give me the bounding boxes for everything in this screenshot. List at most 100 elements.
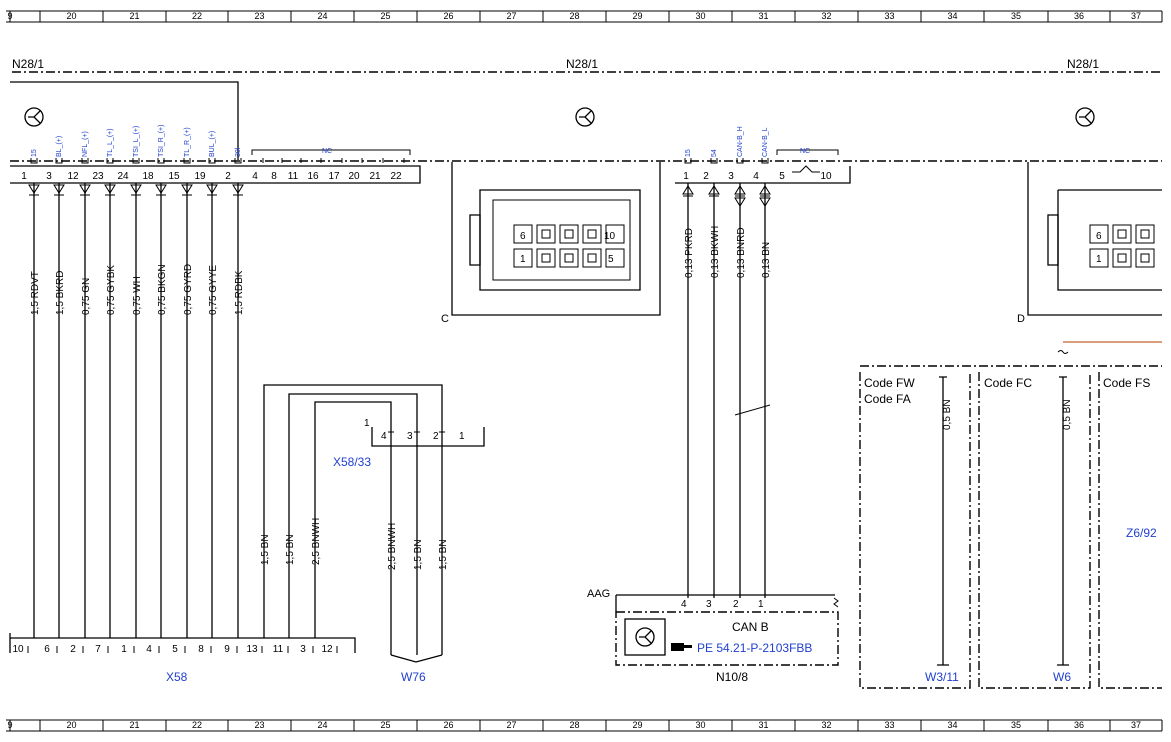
module-label-n28-mid: N28/1 xyxy=(566,57,598,71)
signal-label: TL_R_(+) xyxy=(184,127,191,157)
signal-label: NFL_(+) xyxy=(82,131,89,157)
svg-text:N10/8: N10/8 xyxy=(716,670,748,684)
wire-label: 1,5 BN xyxy=(260,534,271,565)
grid-label: 9 xyxy=(7,720,12,730)
svg-text:C: C xyxy=(441,313,449,325)
nc-bracket-left xyxy=(251,149,411,155)
svg-text:Code FC: Code FC xyxy=(984,376,1032,390)
wire-label: 0,13 BKWH xyxy=(710,226,721,278)
control-unit-icon xyxy=(24,107,44,127)
grid-label: 9 xyxy=(7,11,12,21)
wire-arrow xyxy=(232,184,244,196)
wire-cross xyxy=(734,404,771,416)
pin-number: 5 xyxy=(779,171,785,182)
grid-label: 35 xyxy=(1011,11,1021,21)
nc-bracket-can xyxy=(776,149,839,155)
signal-label: BUL_(+) xyxy=(209,131,216,157)
bridge-symbol xyxy=(792,165,820,173)
svg-text:Code FA: Code FA xyxy=(864,392,911,406)
svg-text:W3/11: W3/11 xyxy=(925,670,959,684)
pin-number: 4 xyxy=(681,599,687,610)
left-module-frame xyxy=(10,81,239,160)
wire-arrow xyxy=(734,185,746,197)
signal-label: 15 xyxy=(31,149,38,157)
wire-arrow xyxy=(130,184,142,196)
pin-number: 16 xyxy=(307,171,319,182)
grid-label: 27 xyxy=(506,11,516,21)
pin-number: 11 xyxy=(273,644,284,655)
svg-text:D: D xyxy=(1017,313,1025,325)
grid-label: 35 xyxy=(1011,720,1021,730)
pin-number: 1 xyxy=(459,431,465,442)
module-label-n28-left: N28/1 xyxy=(12,57,44,71)
grid-label: 31 xyxy=(758,720,768,730)
nc-label-can: NC xyxy=(800,148,810,155)
grid-label: 36 xyxy=(1074,11,1084,21)
control-unit-icon xyxy=(1075,107,1095,127)
pin-number: 8 xyxy=(271,171,277,182)
grid-label: 27 xyxy=(506,720,516,730)
wire-arrow xyxy=(79,184,91,196)
pin-number: 24 xyxy=(117,171,129,182)
pin-number: 11 xyxy=(288,171,299,182)
pin-number: 12 xyxy=(67,171,79,182)
pin-number: 20 xyxy=(348,171,360,182)
pin-number: 7 xyxy=(95,644,101,655)
pin-number: 3 xyxy=(300,644,306,655)
reference-link[interactable]: PE 54.21-P-2103FBB xyxy=(697,641,812,655)
code-box-fc: Code FC 0,5 BN W6 xyxy=(978,372,1091,689)
wire-arrow xyxy=(708,185,720,197)
grid-label: 25 xyxy=(380,720,390,730)
wire-label: 2,5 BNWH xyxy=(387,523,398,570)
ground-w76-label: W76 xyxy=(401,670,426,684)
wire-label: 0,75 WH xyxy=(132,276,143,315)
wire-label: 0,13 BN xyxy=(761,242,772,278)
wire-label: 0,75 GN xyxy=(81,278,92,315)
pin-number: 4 xyxy=(753,171,759,182)
svg-text:Code FS: Code FS xyxy=(1103,376,1150,390)
grid-label: 23 xyxy=(254,11,264,21)
pin-number: 2 xyxy=(703,171,709,182)
ground-w76-junction xyxy=(390,654,443,663)
grid-label: 22 xyxy=(192,11,202,21)
cell-label: 6 xyxy=(520,231,526,242)
nc-label-left: NC xyxy=(322,148,332,155)
grid-label: 20 xyxy=(66,11,76,21)
grid-label: 30 xyxy=(695,720,705,730)
pin-number: 2 xyxy=(70,644,76,655)
pin-number: 12 xyxy=(321,644,333,655)
grid-label: 28 xyxy=(569,11,579,21)
pin-number: 19 xyxy=(194,171,206,182)
pin-number: 2 xyxy=(733,599,739,610)
cell-label: 6 xyxy=(1096,231,1102,242)
grid-label: 22 xyxy=(192,720,202,730)
grid-label: 37 xyxy=(1131,720,1141,730)
grid-label: 37 xyxy=(1131,11,1141,21)
pin-number: 4 xyxy=(381,431,387,442)
signal-label: TSI_L_(+) xyxy=(133,126,140,157)
grid-label: 32 xyxy=(821,11,831,21)
grid-label: 21 xyxy=(129,11,139,21)
pin-number: 15 xyxy=(168,171,180,182)
signal-label: TL_L_(+) xyxy=(107,128,114,157)
wire-label: 1,5 BN xyxy=(413,539,424,570)
wire-arrow xyxy=(104,184,116,196)
pin-number: 8 xyxy=(198,644,204,655)
svg-text:0,5 BN: 0,5 BN xyxy=(1062,399,1073,430)
grid-label: 34 xyxy=(947,720,957,730)
pin-number: 10 xyxy=(820,171,832,182)
svg-text:X58: X58 xyxy=(166,670,188,684)
pin-number: 3 xyxy=(407,431,413,442)
wire-loop-2 xyxy=(288,393,418,655)
grid-label: 23 xyxy=(254,720,264,730)
grid-label: 36 xyxy=(1074,720,1084,730)
cell-label: 5 xyxy=(608,254,614,265)
